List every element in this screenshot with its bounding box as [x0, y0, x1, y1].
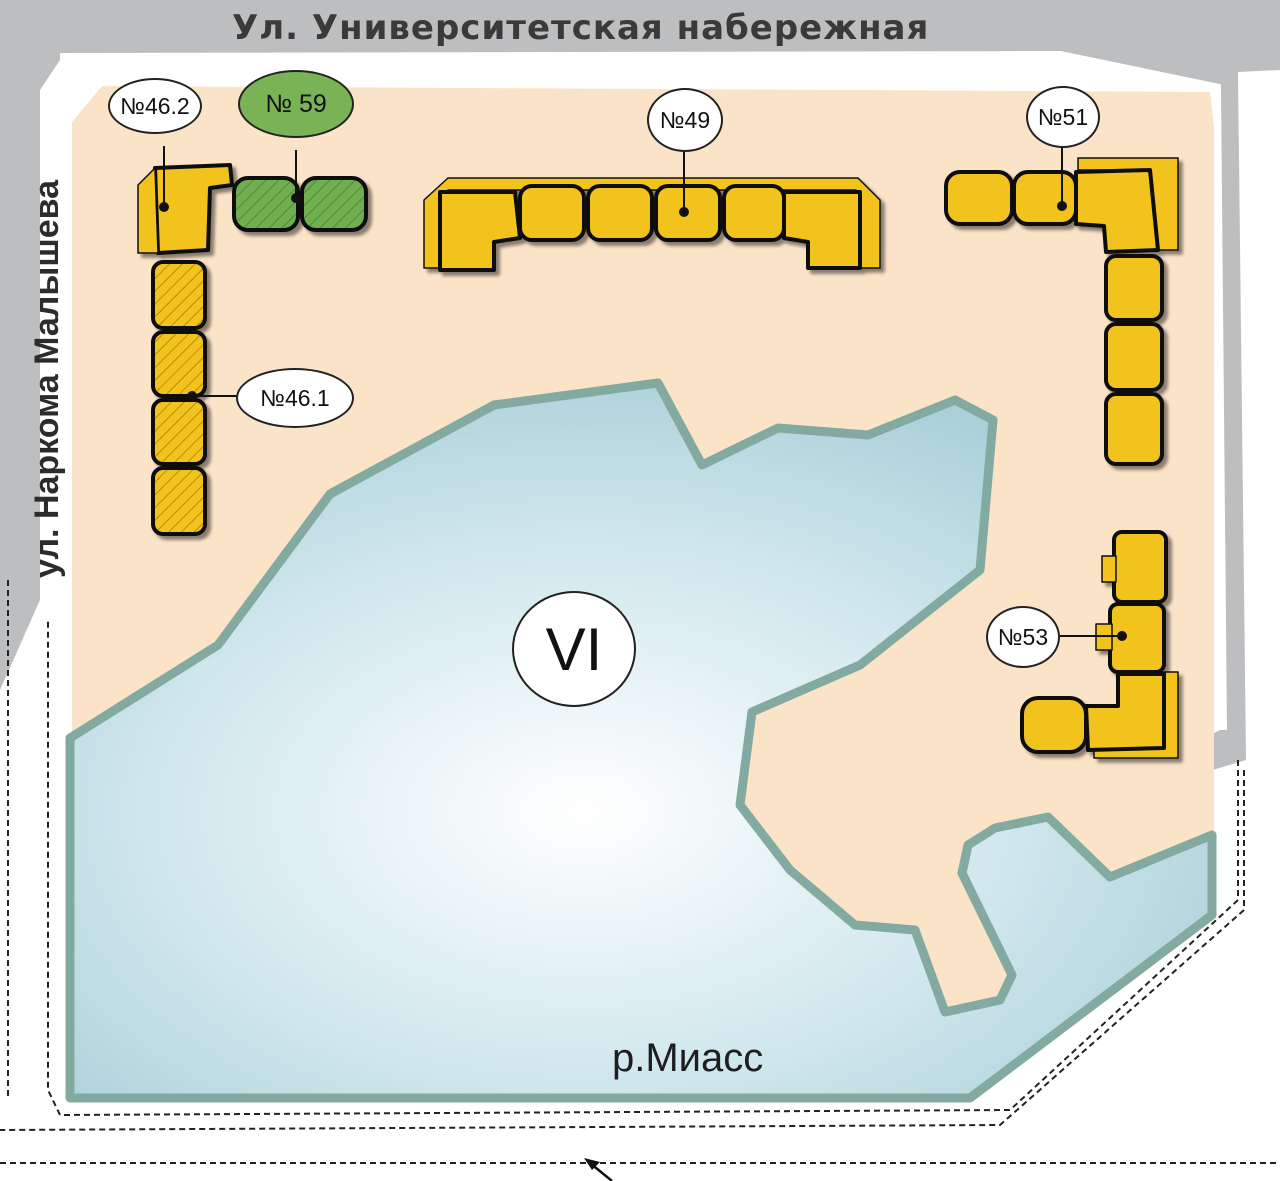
boundaries	[0, 580, 1280, 1164]
building-49-d	[722, 184, 786, 242]
label-building-53[interactable]: №53	[986, 606, 1060, 668]
building-49-left	[438, 190, 522, 272]
label-building-59[interactable]: № 59	[238, 70, 354, 138]
marker-dots	[159, 193, 1127, 641]
label-building-51[interactable]: №51	[1026, 86, 1100, 148]
building-59-a	[232, 176, 300, 232]
label-building-46-1[interactable]: №46.1	[236, 368, 354, 428]
river-label: р.Миасс	[612, 1036, 764, 1080]
sector-label: VI	[512, 591, 636, 707]
building-46-1-d	[151, 466, 207, 536]
building-46-1-a	[151, 260, 207, 330]
building-49-b	[586, 184, 654, 242]
building-53-a	[1112, 530, 1168, 604]
building-49-right	[782, 190, 862, 270]
building-51-a	[944, 170, 1014, 226]
building-51-b	[1012, 170, 1078, 226]
lake	[65, 378, 1217, 1103]
building-49-a	[518, 184, 586, 242]
street-label-malysheva: ул. Наркома Малышева	[28, 179, 66, 578]
buildings	[137, 157, 1179, 759]
building-46-1-b	[151, 330, 207, 398]
label-building-49[interactable]: №49	[647, 88, 723, 152]
building-51-corner	[1074, 168, 1160, 254]
building-51-d	[1104, 322, 1164, 392]
building-59-b	[300, 176, 368, 232]
building-53-c	[1020, 696, 1088, 754]
building-51-e	[1104, 392, 1164, 466]
street-label-universitetskaya: Ул. Университетская набережная	[232, 8, 930, 48]
leader-lines	[163, 146, 1122, 637]
entry-arrow-head	[584, 1158, 600, 1170]
building-53-corner	[1084, 672, 1166, 752]
building-51-c	[1104, 254, 1164, 322]
building-46-1-c	[151, 398, 207, 466]
road-inner-edge	[59, 50, 1227, 731]
label-building-46-2[interactable]: №46.2	[108, 78, 202, 134]
roads	[0, 0, 1280, 775]
